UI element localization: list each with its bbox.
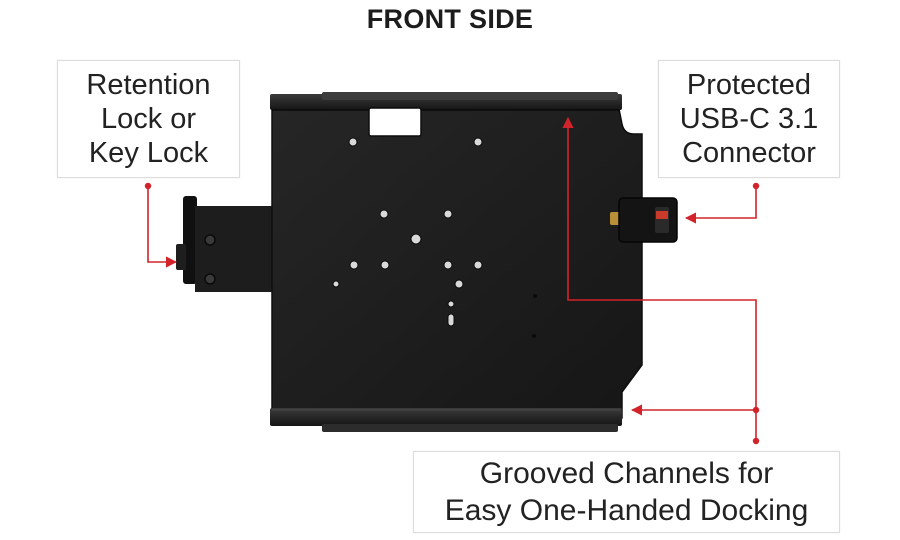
- top-cutout: [368, 107, 422, 137]
- leader-retention: [147, 186, 178, 268]
- callout-line: Lock or: [100, 103, 197, 135]
- bottom-grooved-channel: [270, 408, 622, 432]
- callout-retention-lock: Retention Lock or Key Lock: [57, 60, 240, 178]
- bracket-screw: [204, 273, 216, 285]
- leader-usb: [684, 186, 757, 224]
- callout-line: Protected: [686, 69, 812, 101]
- leader-lines: [147, 116, 757, 441]
- cradle-plate: [271, 103, 643, 419]
- mounting-holes: [332, 137, 483, 327]
- callout-line: Retention: [86, 69, 211, 101]
- usb-c-connector: [610, 197, 678, 243]
- retention-lock-bracket: [176, 196, 278, 292]
- leader-grooves-top: [562, 116, 757, 441]
- callout-line: Connector: [682, 137, 816, 169]
- callout-line: USB-C 3.1: [679, 103, 819, 135]
- callout-usb-connector: Protected USB-C 3.1 Connector: [658, 60, 840, 178]
- callout-line: Key Lock: [88, 137, 209, 169]
- top-grooved-channel: [270, 92, 622, 111]
- callout-grooved-channels: Grooved Channels for Easy One-Handed Doc…: [413, 451, 840, 533]
- callout-line: Easy One-Handed Docking: [444, 494, 809, 527]
- page-title: FRONT SIDE: [366, 4, 534, 34]
- bracket-screw: [204, 234, 216, 246]
- callout-line: Grooved Channels for: [479, 457, 774, 490]
